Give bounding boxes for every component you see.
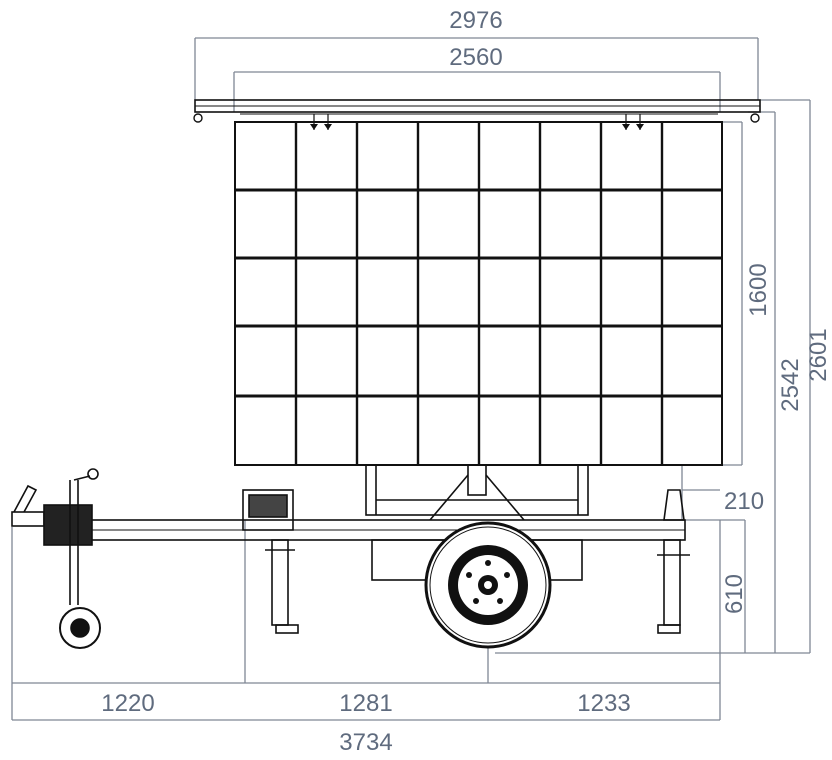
dim-overall-length: 3734	[339, 729, 392, 756]
trailer-wheel	[424, 521, 552, 649]
dim-tow-section: 1220	[101, 690, 154, 717]
dimension-lines	[11, 37, 811, 721]
tow-hitch	[11, 468, 101, 649]
dim-panel-clearance: 210	[724, 488, 764, 515]
solar-panel-frame	[193, 99, 761, 130]
dim-front-section: 1281	[339, 690, 392, 717]
panel-mast	[365, 464, 589, 521]
dim-panel-width: 2560	[449, 44, 502, 71]
dim-frame-height: 2601	[805, 328, 832, 381]
trailer-chassis	[59, 489, 686, 581]
dim-overall-panel-width: 2976	[449, 7, 502, 34]
solar-panel-grid	[234, 121, 723, 466]
dim-axle-height: 610	[721, 574, 748, 614]
dimension-labels: 2976 2560 1600 2542 2601 210 610 1220 12…	[101, 7, 832, 756]
dim-total-height: 2542	[777, 358, 804, 411]
dim-rear-section: 1233	[577, 690, 630, 717]
stabilizer-legs	[265, 539, 690, 634]
dim-panel-height: 1600	[745, 263, 772, 316]
